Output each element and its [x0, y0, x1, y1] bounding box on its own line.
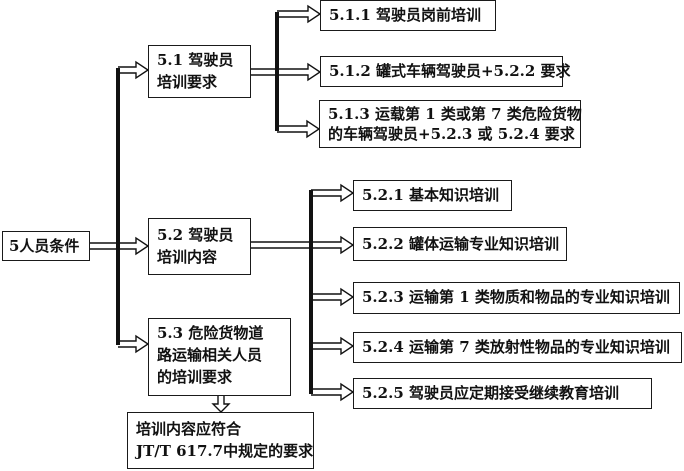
- arrow-trunk-to-5-1: [118, 60, 150, 80]
- node-label-line: 5.1.3 运载第 1 类或第 7 类危险货物: [328, 105, 582, 123]
- arrow-5-1-to-5-1-2: [251, 62, 322, 82]
- node-5-3-related-personnel-training: 5.3 危险货物道 路运输相关人员 的培训要求: [148, 318, 291, 396]
- node-label-line: 5.1 驾驶员: [157, 51, 234, 69]
- trunk-5-1-children: [275, 12, 279, 131]
- node-5-2-5: 5.2.5 驾驶员应定期接受继续教育培训: [353, 378, 652, 409]
- node-5-2-3: 5.2.3 运输第 1 类物质和物品的专业知识培训: [353, 282, 680, 314]
- node-label-line: 5.1.2 罐式车辆驾驶员+5.2.2 要求: [329, 62, 571, 80]
- node-label-line: 的培训要求: [157, 368, 233, 386]
- node-label-line: 培训内容: [157, 248, 218, 266]
- arrow-trunk-to-5-2-5: [311, 382, 355, 402]
- trunk-5-2-children: [309, 190, 313, 394]
- node-5-3-content-requirement: 培训内容应符合 JT/T 617.7中规定的要求: [127, 412, 314, 469]
- trunk-level1: [116, 68, 120, 345]
- node-label-line: 5.1.1 驾驶员岗前培训: [329, 6, 481, 24]
- node-label-line: 5.2.5 驾驶员应定期接受继续教育培训: [362, 384, 619, 402]
- node-5-1-1: 5.1.1 驾驶员岗前培训: [320, 0, 496, 31]
- arrow-trunk-to-5-2-1: [311, 183, 355, 203]
- node-5-2-1: 5.2.1 基本知识培训: [353, 180, 512, 211]
- arrow-trunk-to-5-3: [118, 334, 150, 354]
- arrow-5-2-to-5-2-2: [251, 235, 355, 255]
- node-5-1-3: 5.1.3 运载第 1 类或第 7 类危险货物 的车辆驾驶员+5.2.3 或 5…: [319, 100, 582, 148]
- node-label-line: 5.2.2 罐体运输专业知识培训: [362, 235, 559, 253]
- arrow-trunk-to-5-1-3: [277, 119, 321, 139]
- node-label-line: 5.3 危险货物道: [157, 324, 264, 342]
- node-root-personnel-conditions: 5人员条件: [2, 231, 90, 261]
- node-label-line: 培训要求: [157, 73, 218, 91]
- arrow-trunk-to-5-2-4: [311, 336, 355, 356]
- node-label-line: 路运输相关人员: [157, 346, 263, 364]
- node-label-line: 5.2.1 基本知识培训: [362, 186, 499, 204]
- arrow-trunk-to-5-1-1: [277, 4, 322, 24]
- node-5-2-4: 5.2.4 运输第 7 类放射性物品的专业知识培训: [353, 332, 682, 363]
- node-label-line: 5.2 驾驶员: [157, 226, 234, 244]
- node-5-2-2: 5.2.2 罐体运输专业知识培训: [353, 227, 567, 261]
- node-5-2-driver-training-content: 5.2 驾驶员 培训内容: [148, 218, 251, 275]
- node-label-line: JT/T 617.7中规定的要求: [136, 442, 314, 460]
- node-label: 5人员条件: [9, 237, 80, 255]
- node-5-1-2: 5.1.2 罐式车辆驾驶员+5.2.2 要求: [320, 56, 571, 87]
- node-label-line: 5.2.4 运输第 7 类放射性物品的专业知识培训: [362, 338, 670, 356]
- node-label-line: 的车辆驾驶员+5.2.3 或 5.2.4 要求: [328, 125, 575, 143]
- node-5-1-driver-training-requirements: 5.1 驾驶员 培训要求: [148, 45, 251, 98]
- arrow-trunk-to-5-2-3: [311, 287, 355, 307]
- node-label-line: 5.2.3 运输第 1 类物质和物品的专业知识培训: [362, 288, 670, 306]
- arrow-5-3-to-requirement: [211, 396, 231, 413]
- node-label-line: 培训内容应符合: [136, 420, 242, 438]
